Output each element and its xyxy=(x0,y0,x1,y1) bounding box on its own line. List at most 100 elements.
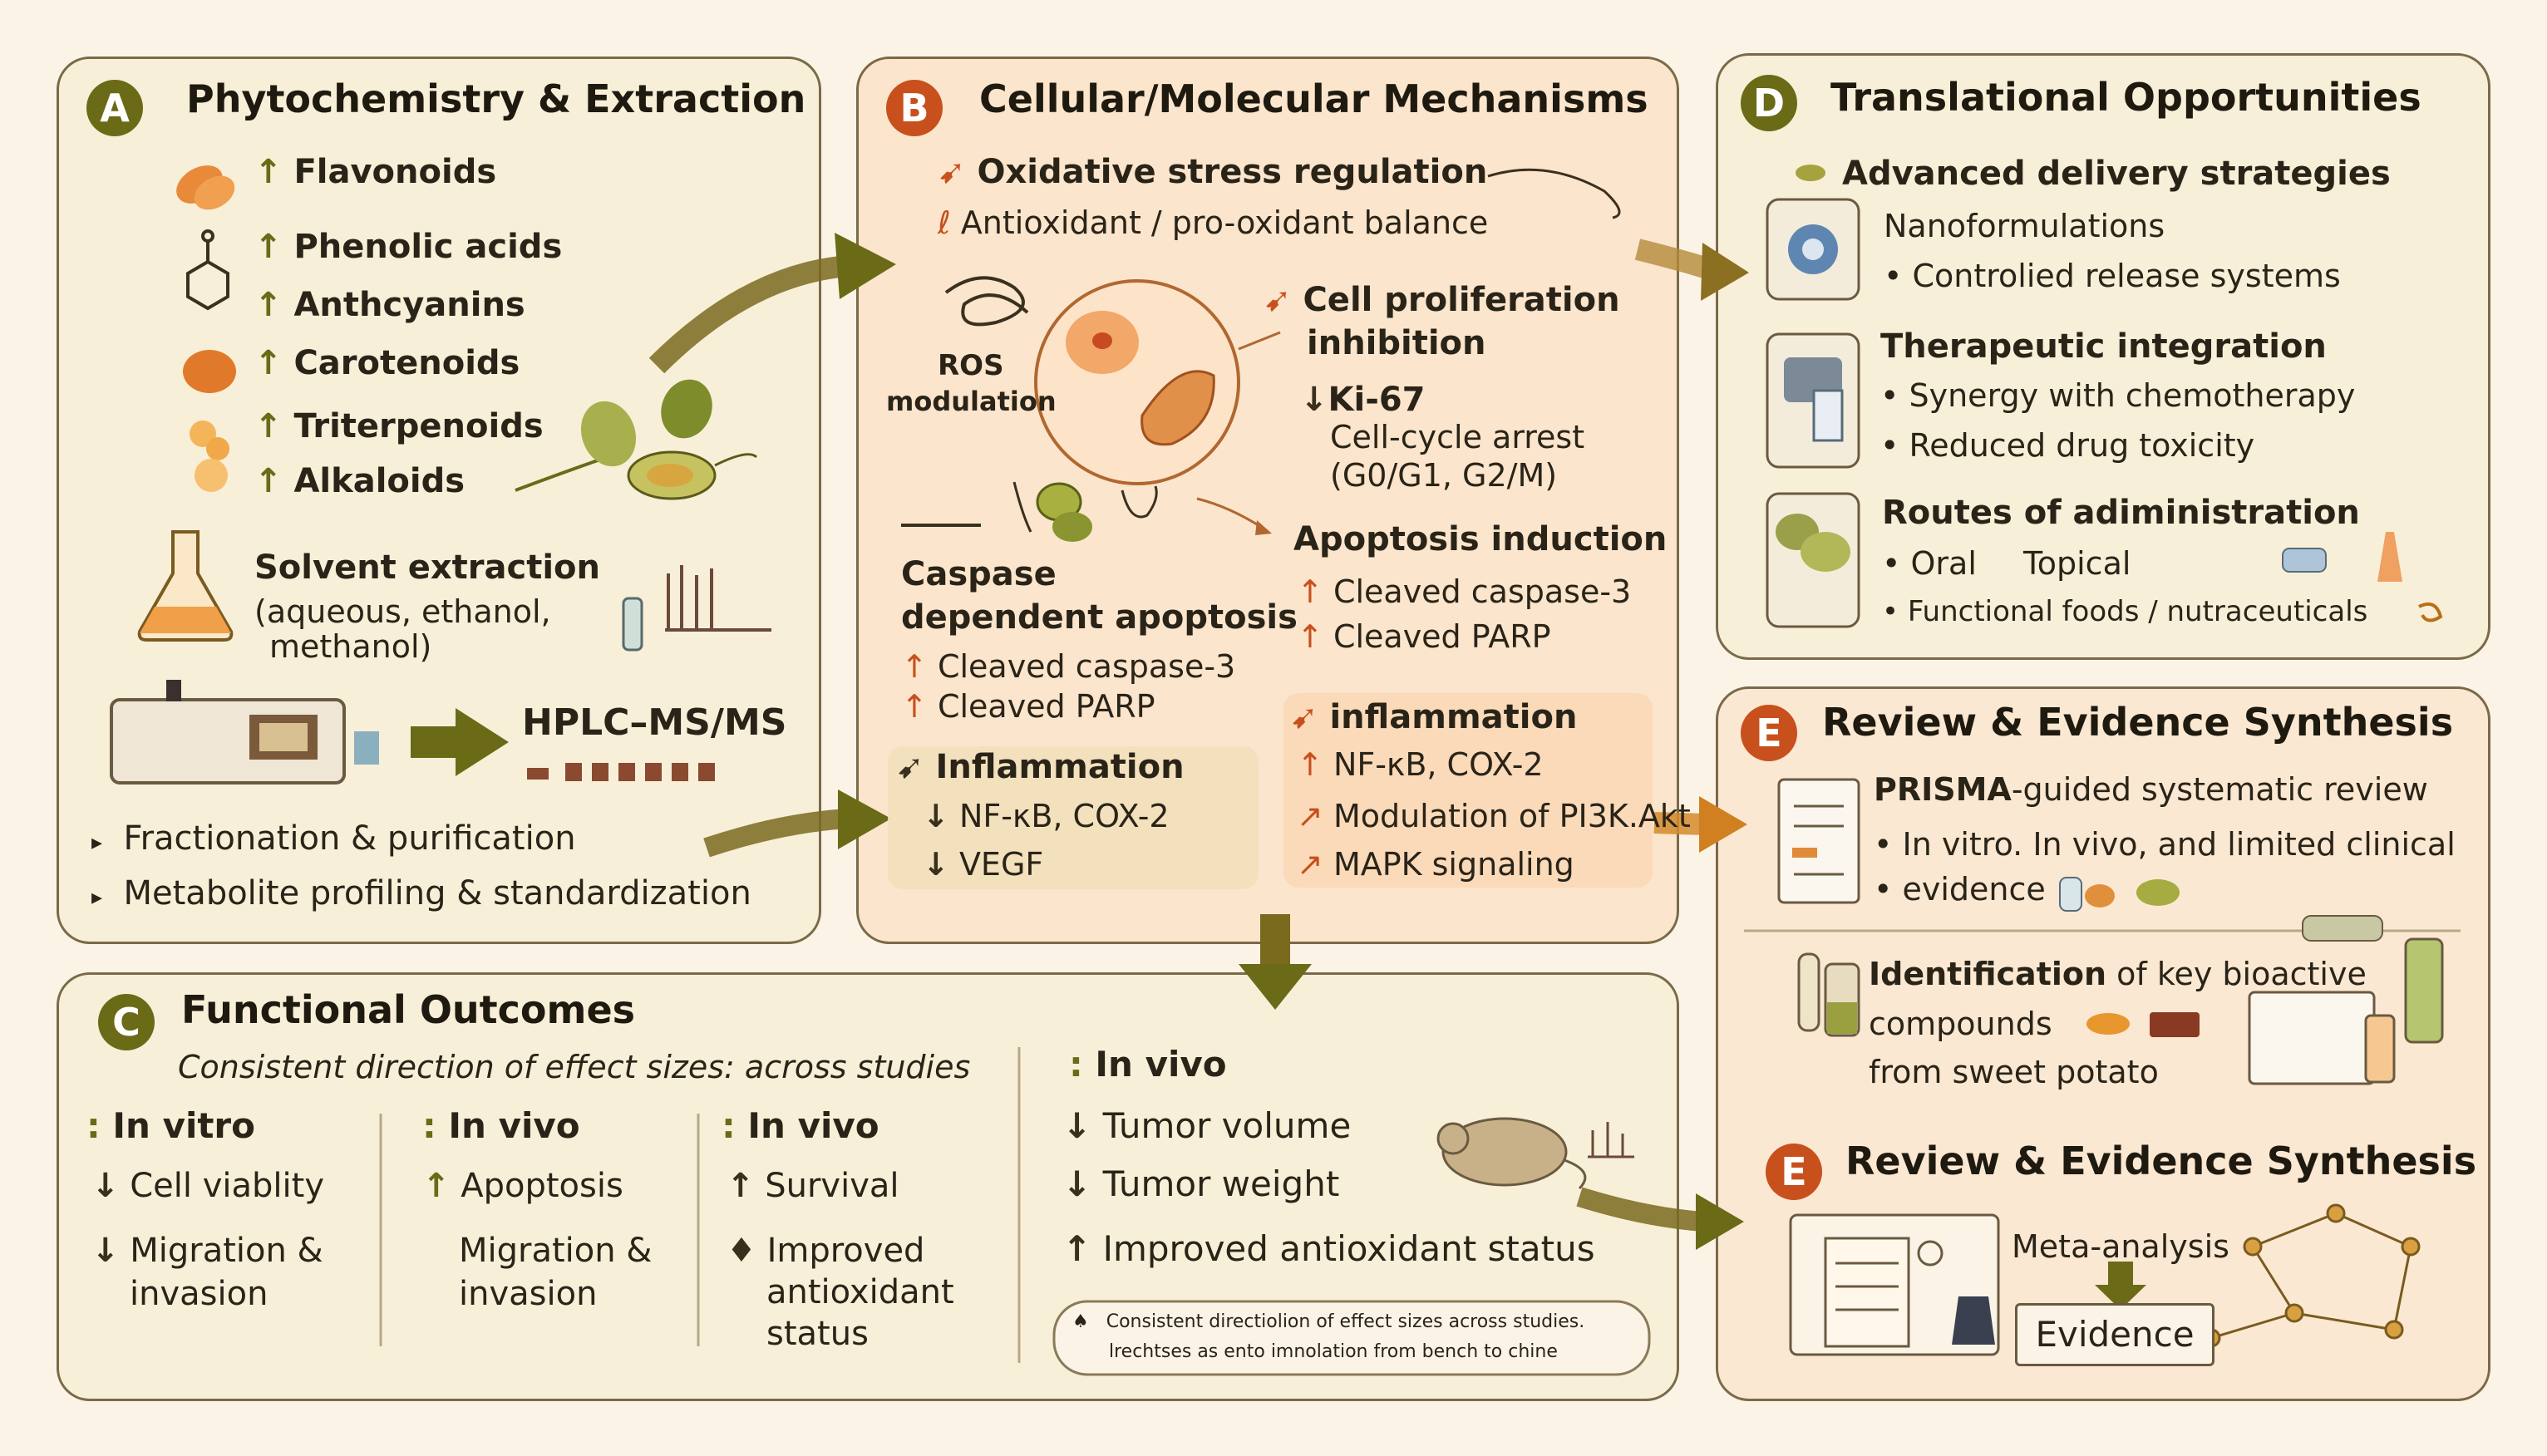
ros-label-1: ROS xyxy=(938,349,1004,382)
inflam-right-title: ➹ inflammation xyxy=(1290,698,1578,736)
inflam-left-item-1: ↓ NF-κB, COX-2 xyxy=(923,798,1170,834)
delivery-title: Advanced delivery strategies xyxy=(1842,155,2391,193)
flask-icon xyxy=(137,530,234,642)
panel-e2-title: Review & Evidence Synthesis xyxy=(1845,1139,2477,1183)
panel-b-badge: B xyxy=(886,80,943,136)
col1-item-3: invasion xyxy=(130,1275,268,1313)
oxidative-title: ➹ Oxidative stress regulation xyxy=(938,153,1488,191)
inflam-left-title: ➹ Inflammation xyxy=(896,748,1185,786)
oxidative-sub: ℓ Antioxidant / pro-oxidant balance xyxy=(938,204,1489,241)
hplc-label: HPLC–MS/MS xyxy=(522,701,787,744)
delivery-1: Nanoformulations xyxy=(1884,208,2165,244)
cellcycle-2: (G0/G1, G2/M) xyxy=(1330,457,1558,494)
flavonoid-leaf-icon xyxy=(176,165,235,210)
col3-item-2: ♦ Improved xyxy=(727,1232,925,1270)
mouse-icon xyxy=(1436,1117,1587,1190)
capsule-icon xyxy=(1776,514,1850,572)
ident-line-3: from sweet potato xyxy=(1869,1054,2159,1090)
panel-a-title: Phytochemistry & Extraction xyxy=(186,76,806,121)
document-icon xyxy=(1777,778,1860,904)
caspase-title-1: Caspase xyxy=(901,555,1057,593)
col1-item-2: ↓ Migration & xyxy=(91,1232,323,1270)
col1-head: : In vitro xyxy=(86,1105,255,1146)
apoptosis-title: Apoptosis induction xyxy=(1293,520,1668,558)
evidence-line-2: • evidence xyxy=(1874,871,2046,908)
ros-label-2: modulation xyxy=(886,386,1057,417)
meta-analysis-label: Meta-analysis xyxy=(2012,1228,2229,1265)
molecule-icon xyxy=(186,229,229,311)
col2-head: : In vivo xyxy=(422,1105,580,1146)
inflam-right-item-1: ↑ NF-κB, COX-2 xyxy=(1297,746,1544,783)
routes-title: Routes of adiministration xyxy=(1882,494,2360,532)
panel-d-title: Translational Opportunities xyxy=(1830,75,2421,120)
therapeutic-2: • Reduced drug toxicity xyxy=(1880,427,2255,464)
bullet-metabolite: ▸ Metabolite profiling & standardization xyxy=(91,874,751,912)
compound-flavonoids: ↑ Flavonoids xyxy=(254,153,497,191)
caspase-item-2: ↑ Cleaved PARP xyxy=(901,688,1155,725)
panel-e-badge: E xyxy=(1741,705,1797,761)
ident-line-1: Identification of key bioactive xyxy=(1869,956,2367,992)
col4-item-2: ↓ Tumor weight xyxy=(1062,1163,1340,1204)
col2-item-2: Migration & xyxy=(459,1232,653,1270)
col4-head: : In vivo xyxy=(1069,1044,1227,1085)
triterpenoid-icon xyxy=(190,421,229,492)
col2-item-1: ↑ Apoptosis xyxy=(422,1167,623,1205)
delivery-2: • Controlied release systems xyxy=(1884,258,2341,294)
inflam-right-item-3: ↗ MAPK signaling xyxy=(1297,846,1574,883)
inflam-right-item-2: ↗ Modulation of PI3K.Akt xyxy=(1297,798,1691,834)
note-line-2: lrechtses as ento imnolation from bench … xyxy=(1109,1341,1558,1362)
test-tubes-icon xyxy=(1797,952,1860,1037)
panel-e-title: Review & Evidence Synthesis xyxy=(1822,700,2454,745)
col1-item-1: ↓ Cell viablity xyxy=(91,1167,324,1205)
compound-phenolic-acids: ↑ Phenolic acids xyxy=(254,228,563,266)
routes-oral: • Oral xyxy=(1882,545,1977,582)
compound-anthocyanins: ↑ Anthcyanins xyxy=(254,286,525,324)
apoptosis-item-1: ↑ Cleaved caspase-3 xyxy=(1297,573,1632,610)
panel-b-title: Cellular/Molecular Mechanisms xyxy=(979,76,1648,121)
ki67: ↓Ki-67 xyxy=(1300,381,1426,419)
panel-a-badge: A xyxy=(86,80,143,136)
apoptosis-item-2: ↑ Cleaved PARP xyxy=(1297,618,1551,655)
bullet-fractionation: ▸ Fractionation & purification xyxy=(91,819,576,858)
gear-icon xyxy=(1788,224,1838,274)
cellcycle-1: Cell-cycle arrest xyxy=(1330,419,1585,455)
network-icon xyxy=(2201,1203,2421,1348)
evidence-box: Evidence xyxy=(2015,1303,2214,1366)
prolif-title-1: ➹ Cell proliferation xyxy=(1264,281,1620,319)
cell-icon xyxy=(1034,279,1240,485)
extraction-sub2: methanol) xyxy=(269,628,432,665)
orange-blob-icon xyxy=(183,350,236,393)
therapeutic-1: • Synergy with chemotherapy xyxy=(1880,377,2356,414)
panel-c-badge: C xyxy=(98,994,155,1050)
ident-line-2: compounds xyxy=(1869,1006,2052,1042)
col2-item-3: invasion xyxy=(459,1275,598,1313)
col3-item-4: status xyxy=(766,1315,869,1353)
panel-a xyxy=(57,57,821,944)
caspase-title-2: dependent apoptosis xyxy=(901,598,1298,637)
clipboard-icon xyxy=(1789,1213,2000,1356)
syringe-icon xyxy=(1784,357,1844,442)
plant-sweet-potato-icon xyxy=(515,379,758,500)
col3-head: : In vivo xyxy=(722,1105,879,1146)
caspase-item-1: ↑ Cleaved caspase-3 xyxy=(901,648,1236,685)
routes-topical: Topical xyxy=(2023,545,2131,582)
extraction-sub1: (aqueous, ethanol, xyxy=(254,593,551,630)
col4-item-1: ↓ Tumor volume xyxy=(1062,1105,1352,1146)
therapeutic-title: Therapeutic integration xyxy=(1880,327,2327,366)
prisma-line: PRISMA-guided systematic review xyxy=(1874,771,2428,808)
panel-c-title: Functional Outcomes xyxy=(181,987,636,1032)
prolif-title-2: inhibition xyxy=(1307,324,1486,362)
inflam-left-item-2: ↓ VEGF xyxy=(923,846,1044,883)
note-line-1: ♠ Consistent directiolion of effect size… xyxy=(1072,1311,1585,1332)
compound-triterpenoids: ↑ Triterpenoids xyxy=(254,407,544,445)
col4-item-3: ↑ Improved antioxidant status xyxy=(1062,1228,1595,1269)
hplc-machine-icon xyxy=(110,680,379,785)
panel-c-subtitle: Consistent direction of effect sizes: ac… xyxy=(178,1049,971,1085)
compound-carotenoids: ↑ Carotenoids xyxy=(254,344,520,382)
extraction-title: Solvent extraction xyxy=(254,548,600,587)
col3-item-3: antioxidant xyxy=(766,1273,954,1311)
routes-food: • Functional foods / nutraceuticals xyxy=(1882,595,2368,628)
evidence-line-1: • In vitro. In vivo, and limited clinica… xyxy=(1874,826,2456,863)
panel-e2-badge: E xyxy=(1766,1144,1822,1200)
